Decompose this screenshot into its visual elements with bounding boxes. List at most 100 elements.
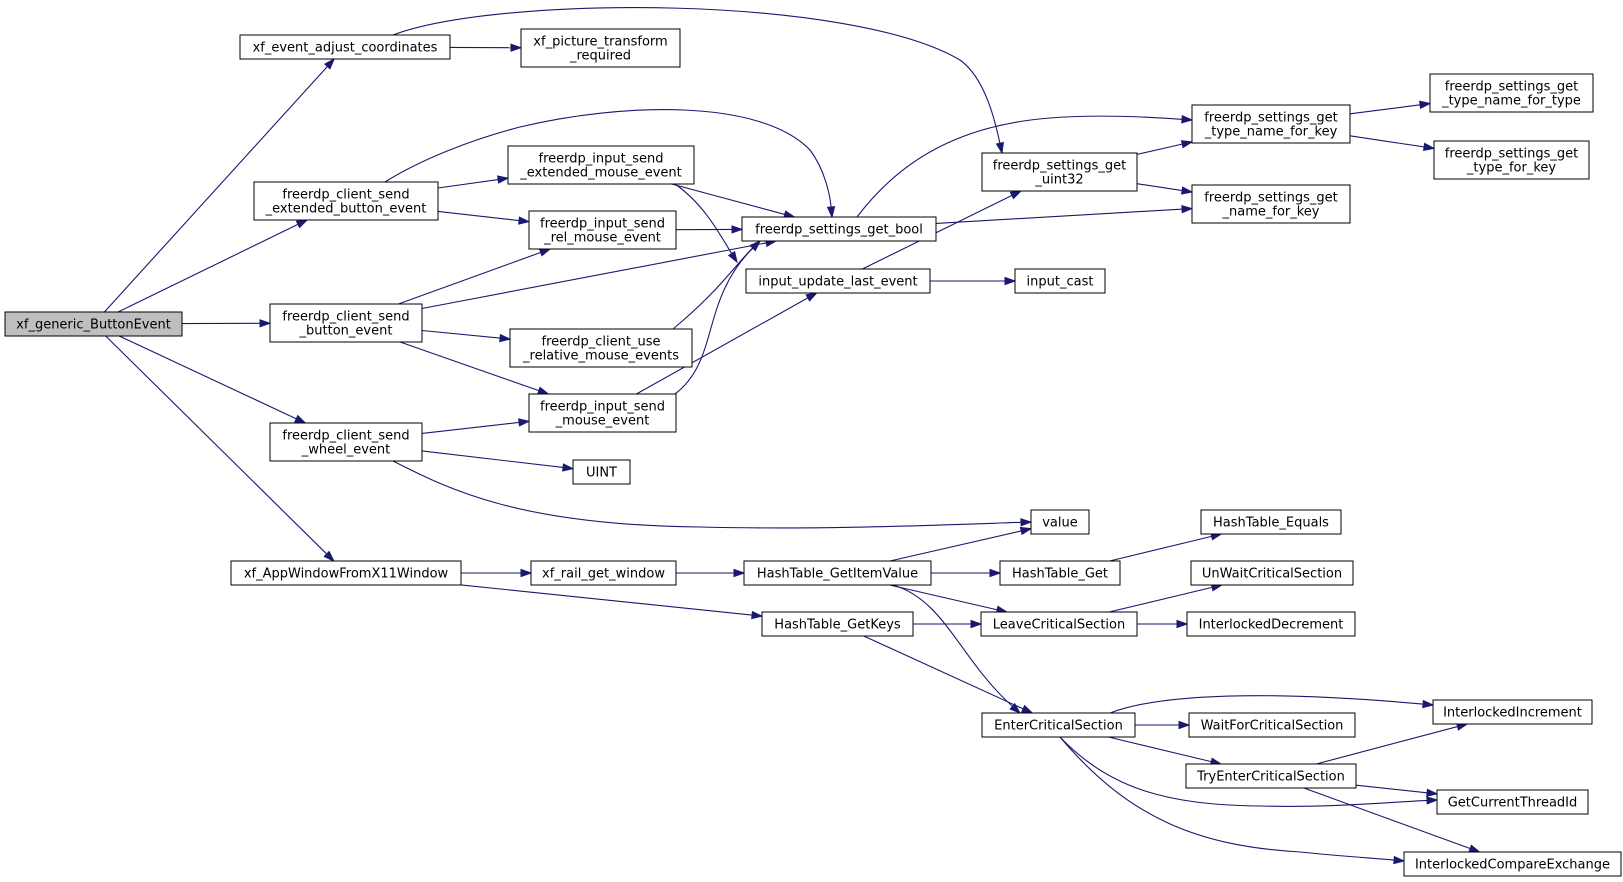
function-nodes: xf_generic_ButtonEvent xf_event_adjust_co… <box>4 28 1622 877</box>
edge-freerdp-client-send-extended-button-event-to-freerdp-input-send-rel-mouse-event <box>437 210 531 225</box>
edge-leavecriticalsection-to-interlockeddecrement <box>1137 619 1189 629</box>
node-label: TryEnterCriticalSection <box>1196 770 1345 785</box>
node-xf-appwindowfromx11window[interactable]: xf_AppWindowFromX11Window <box>230 560 462 586</box>
node-freerdp-settings-get-type-name-for-type[interactable]: freerdp_settings_get_type_name_for_type <box>1429 73 1594 113</box>
node-hashtable-get[interactable]: HashTable_Get <box>999 560 1121 586</box>
node-label: HashTable_Get <box>1012 567 1108 582</box>
edge-input-update-last-event-to-input-cast <box>930 276 1017 286</box>
node-label: xf_picture_transform <box>533 35 667 50</box>
edge-freerdp-client-send-button-event-to-freerdp-client-use-relative-mouse-events <box>421 329 512 343</box>
node-label: freerdp_settings_get <box>993 159 1126 174</box>
edge-hashtable-getitemvalue-to-leavecriticalsection <box>889 584 1009 614</box>
node-xf-rail-get-window[interactable]: xf_rail_get_window <box>530 560 677 586</box>
edge-entercriticalsection-to-tryentercriticalsection <box>1108 736 1223 766</box>
node-xf-picture-transform-required[interactable]: xf_picture_transform_required <box>520 28 681 68</box>
node-input-cast[interactable]: input_cast <box>1014 268 1106 294</box>
node-interlockedincrement[interactable]: InterlockedIncrement <box>1432 699 1593 725</box>
node-label: WaitForCriticalSection <box>1201 719 1344 734</box>
node-getcurrentthreadid[interactable]: GetCurrentThreadId <box>1436 789 1589 815</box>
node-label: _name_for_key <box>1222 205 1320 220</box>
edge-freerdp-settings-get-type-name-for-key-to-freerdp-settings-get-type-name-for-type <box>1349 100 1432 115</box>
edge-xf-generic-buttonevent-to-freerdp-client-send-wheel-event <box>118 335 307 424</box>
edge-freerdp-input-send-rel-mouse-event-to-freerdp-settings-get-bool <box>675 225 744 234</box>
node-label: LeaveCriticalSection <box>993 618 1125 633</box>
node-label: GetCurrentThreadId <box>1448 796 1578 811</box>
edge-freerdp-client-send-extended-button-event-to-freerdp-settings-get-bool <box>384 109 836 219</box>
node-label: freerdp_settings_get <box>1445 147 1578 162</box>
edge-xf-appwindowfromx11window-to-xf-rail-get-window <box>461 568 533 578</box>
node-freerdp-settings-get-type-for-key[interactable]: freerdp_settings_get_type_for_key <box>1433 140 1590 180</box>
edge-xf-generic-buttonevent-to-xf-appwindowfromx11window <box>105 335 335 563</box>
node-freerdp-client-send-extended-button-event[interactable]: freerdp_client_send_extended_button_even… <box>253 181 439 221</box>
node-tryentercriticalsection[interactable]: TryEnterCriticalSection <box>1185 763 1357 789</box>
node-freerdp-client-send-button-event[interactable]: freerdp_client_send_button_event <box>269 303 423 343</box>
node-freerdp-client-use-relative-mouse-events[interactable]: freerdp_client_use_relative_mouse_events <box>509 328 693 368</box>
edge-entercriticalsection-to-interlockedcompareexchange <box>1059 736 1406 865</box>
node-freerdp-settings-get-bool[interactable]: freerdp_settings_get_bool <box>741 216 937 242</box>
edge-hashtable-getitemvalue-to-value <box>889 526 1033 562</box>
edge-leavecriticalsection-to-unwaitcriticalsection <box>1108 583 1224 613</box>
node-label: _required <box>569 49 631 64</box>
edge-freerdp-settings-get-bool-to-freerdp-settings-get-type-name-for-key <box>856 115 1194 218</box>
node-label: freerdp_client_send <box>282 310 409 325</box>
edge-freerdp-client-send-wheel-event-to-uint <box>421 450 575 472</box>
node-label: _rel_mouse_event <box>543 231 661 246</box>
node-hashtable-getkeys[interactable]: HashTable_GetKeys <box>761 611 914 637</box>
node-label: UINT <box>586 466 617 481</box>
node-freerdp-settings-get-type-name-for-key[interactable]: freerdp_settings_get_type_name_for_key <box>1191 104 1351 144</box>
edge-hashtable-getitemvalue-to-hashtable-get <box>931 568 1002 578</box>
node-label: HashTable_GetKeys <box>774 618 901 633</box>
node-label: _type_for_key <box>1466 161 1556 176</box>
node-label: _button_event <box>299 324 393 339</box>
node-value[interactable]: value <box>1030 509 1090 535</box>
node-label: _type_name_for_key <box>1204 125 1338 140</box>
edge-xf-appwindowfromx11window-to-hashtable-getkeys <box>460 584 764 620</box>
node-label: InterlockedIncrement <box>1443 706 1582 721</box>
node-xf-event-adjust-coordinates[interactable]: xf_event_adjust_coordinates <box>239 34 451 60</box>
node-xf-generic-buttonevent[interactable]: xf_generic_ButtonEvent <box>4 311 183 337</box>
node-freerdp-settings-get-uint32[interactable]: freerdp_settings_get_uint32 <box>981 152 1138 192</box>
edge-entercriticalsection-to-getcurrentthreadid <box>1059 736 1439 807</box>
edge-freerdp-settings-get-uint32-to-freerdp-settings-get-name-for-key <box>1136 183 1194 195</box>
node-freerdp-client-send-wheel-event[interactable]: freerdp_client_send_wheel_event <box>269 422 423 462</box>
node-label: _mouse_event <box>555 414 650 429</box>
edge-hashtable-getkeys-to-entercriticalsection <box>863 635 1034 714</box>
edge-freerdp-client-send-extended-button-event-to-freerdp-input-send-extended-mouse-event <box>437 175 510 189</box>
node-label: freerdp_client_use <box>542 335 661 350</box>
edge-entercriticalsection-to-interlockedincrement <box>1109 695 1435 714</box>
node-waitforcriticalsection[interactable]: WaitForCriticalSection <box>1188 712 1356 738</box>
node-entercriticalsection[interactable]: EnterCriticalSection <box>981 712 1136 738</box>
edge-xf-event-adjust-coordinates-to-freerdp-settings-get-uint32 <box>392 7 1004 155</box>
node-freerdp-input-send-rel-mouse-event[interactable]: freerdp_input_send_rel_mouse_event <box>528 210 677 250</box>
edge-xf-rail-get-window-to-hashtable-getitemvalue <box>676 568 746 578</box>
node-label: freerdp_input_send <box>539 152 664 167</box>
node-freerdp-input-send-mouse-event[interactable]: freerdp_input_send_mouse_event <box>528 393 677 433</box>
node-input-update-last-event[interactable]: input_update_last_event <box>745 268 931 294</box>
edge-input-update-last-event-to-freerdp-settings-get-uint32 <box>862 190 1023 270</box>
node-hashtable-equals[interactable]: HashTable_Equals <box>1200 509 1342 535</box>
node-unwaitcriticalsection[interactable]: UnWaitCriticalSection <box>1190 560 1354 586</box>
node-hashtable-getitemvalue[interactable]: HashTable_GetItemValue <box>743 560 932 586</box>
edge-xf-event-adjust-coordinates-to-xf-picture-transform-required <box>449 43 523 52</box>
node-label: HashTable_GetItemValue <box>757 567 918 582</box>
node-freerdp-settings-get-name-for-key[interactable]: freerdp_settings_get_name_for_key <box>1191 184 1351 224</box>
node-freerdp-input-send-extended-mouse-event[interactable]: freerdp_input_send_extended_mouse_event <box>507 145 695 185</box>
node-interlockedcompareexchange[interactable]: InterlockedCompareExchange <box>1403 851 1622 877</box>
edge-xf-generic-buttonevent-to-xf-event-adjust-coordinates <box>103 57 336 313</box>
node-label: freerdp_input_send <box>540 400 665 415</box>
node-label: freerdp_client_send <box>282 188 409 203</box>
node-interlockeddecrement[interactable]: InterlockedDecrement <box>1186 611 1356 637</box>
node-label: _extended_button_event <box>265 202 427 217</box>
node-uint[interactable]: UINT <box>572 459 631 485</box>
edge-tryentercriticalsection-to-getcurrentthreadid <box>1355 784 1439 797</box>
node-label: input_cast <box>1027 275 1094 290</box>
node-label: xf_AppWindowFromX11Window <box>244 567 449 582</box>
edge-freerdp-input-send-extended-mouse-event-to-freerdp-settings-get-bool <box>671 183 796 219</box>
edge-xf-generic-buttonevent-to-freerdp-client-send-extended-button-event <box>117 219 309 313</box>
node-label: xf_rail_get_window <box>542 567 665 582</box>
node-label: freerdp_input_send <box>540 217 665 232</box>
node-label: freerdp_settings_get_bool <box>755 223 923 238</box>
node-label: xf_generic_ButtonEvent <box>16 318 171 333</box>
node-leavecriticalsection[interactable]: LeaveCriticalSection <box>980 611 1138 637</box>
